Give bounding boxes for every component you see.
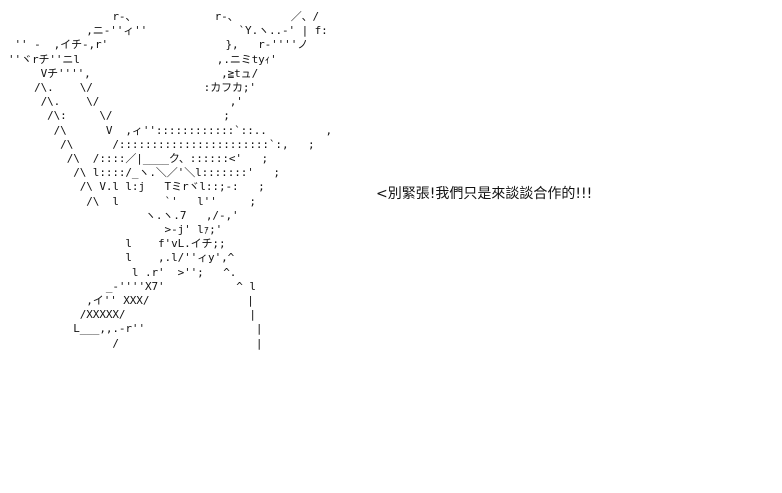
speech-caption: <別緊張!我們只是來談談合作的!!! [376,186,593,202]
ascii-art-figure: r-、 r-、 ／、/ ,ニ-''ィ'' `Y.ヽ..-' | f: '' - … [8,10,438,480]
ascii-art-text: r-、 r-、 ／、/ ,ニ-''ィ'' `Y.ヽ..-' | f: '' - … [8,10,332,350]
